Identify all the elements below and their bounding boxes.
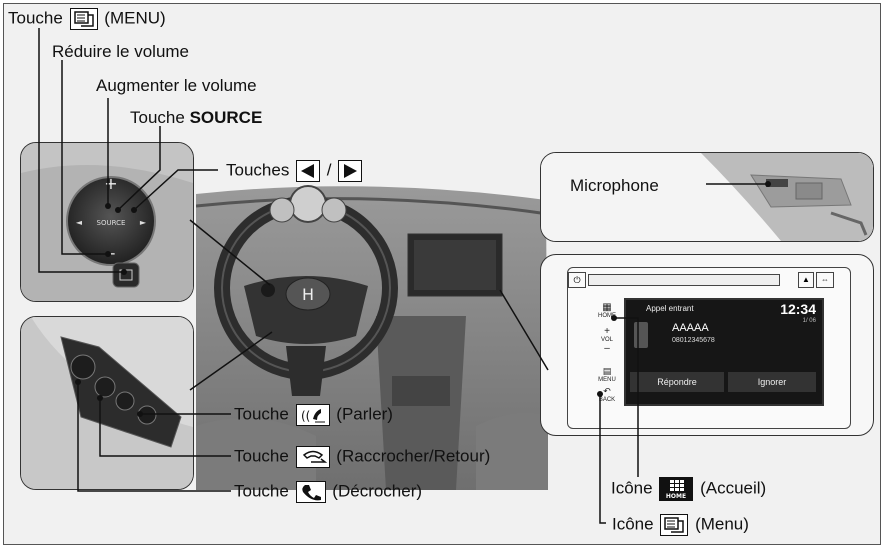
menu-key-label: Touche (MENU) bbox=[8, 8, 166, 30]
vol-side-text: VOL bbox=[600, 337, 613, 343]
menu-side-button[interactable]: ▤ MENU bbox=[596, 366, 618, 386]
source-key-label: Touche SOURCE bbox=[130, 108, 262, 128]
pickup-icon bbox=[295, 481, 326, 503]
menu-screen-icon bbox=[660, 514, 689, 536]
phone-switch-illustration bbox=[21, 317, 193, 489]
vol-down-label: Réduire le volume bbox=[52, 42, 190, 61]
menu-icon-suffix: (Menu) bbox=[695, 514, 749, 534]
steering-wheel-switch-panel: + – SOURCE ◄ ► bbox=[20, 142, 194, 302]
arrow-keys-label: Touches / bbox=[226, 160, 364, 182]
menu-icon-prefix: Icône bbox=[612, 514, 654, 534]
talk-key-label: Touche (( (Parler) bbox=[234, 404, 393, 426]
home-icon-suffix: (Accueil) bbox=[700, 478, 767, 498]
svg-text:((: (( bbox=[301, 409, 310, 423]
steering-wheel-switch-illustration: + – SOURCE ◄ ► bbox=[21, 143, 193, 301]
talk-prefix: Touche bbox=[234, 404, 289, 424]
arrows-prefix: Touches bbox=[226, 160, 290, 180]
answer-button[interactable]: Répondre bbox=[630, 372, 724, 392]
vol-side-minus: – bbox=[604, 343, 610, 354]
hangup-prefix: Touche bbox=[234, 446, 289, 466]
wheel-plus: + bbox=[104, 174, 117, 193]
talk-icon: (( bbox=[295, 404, 330, 426]
answer-button-label: Répondre bbox=[657, 377, 697, 387]
hangup-key-label: Touche (Raccrocher/Retour) bbox=[234, 446, 490, 468]
phone-switch-panel bbox=[20, 316, 194, 490]
arrows-slash: / bbox=[326, 160, 332, 180]
dashboard-drawing: H bbox=[195, 185, 549, 490]
talk-suffix: (Parler) bbox=[336, 404, 393, 424]
screen-date: 1/ 06 bbox=[802, 318, 816, 324]
touch-screen[interactable]: Appel entrant 12:34 1/ 06 AAAAA 08012345… bbox=[624, 298, 824, 406]
caller-number: 08012345678 bbox=[672, 337, 715, 344]
hangup-icon bbox=[295, 446, 330, 468]
ignore-button[interactable]: Ignorer bbox=[728, 372, 816, 392]
home-badge-text: HOME bbox=[666, 493, 686, 500]
eject-button[interactable]: ▲ bbox=[798, 272, 814, 288]
pickup-key-label: Touche (Décrocher) bbox=[234, 481, 422, 503]
home-side-text: HOME bbox=[598, 313, 616, 319]
home-icon: HOME bbox=[659, 477, 694, 501]
audio-unit-panel: ⏻ ▲ ⇔ Appel entrant 12:34 1/ 06 AAAAA 08… bbox=[540, 254, 874, 436]
hangup-suffix: (Raccrocher/Retour) bbox=[336, 446, 491, 466]
wheel-right-arrow-icon: ► bbox=[140, 218, 147, 227]
ignore-button-label: Ignorer bbox=[757, 377, 787, 387]
pickup-prefix: Touche bbox=[234, 481, 289, 501]
home-icon-label: Icône HOME (Accueil) bbox=[611, 477, 766, 501]
screen-time: 12:34 bbox=[780, 301, 816, 317]
home-icon-prefix: Icône bbox=[611, 478, 653, 498]
screen-header-label: Appel entrant bbox=[646, 304, 694, 313]
menu-key-prefix: Touche bbox=[8, 8, 63, 28]
source-prefix: Touche bbox=[130, 108, 185, 127]
vol-side-button[interactable]: + VOL – bbox=[596, 326, 618, 366]
right-arrow-icon bbox=[338, 160, 363, 182]
dashboard-illustration: H bbox=[195, 166, 549, 490]
back-side-text: BACK bbox=[598, 397, 616, 403]
vol-up-label: Augmenter le volume bbox=[96, 76, 257, 95]
power-button[interactable]: ⏻ bbox=[568, 272, 586, 288]
menu-key-suffix: (MENU) bbox=[104, 8, 166, 28]
microphone-panel bbox=[540, 152, 874, 242]
phone-link-button[interactable]: ⇔ bbox=[816, 272, 834, 288]
wheel-source-text: SOURCE bbox=[97, 219, 126, 227]
menu-icon-label: Icône (Menu) bbox=[612, 514, 749, 536]
audio-unit-body: ⏻ ▲ ⇔ Appel entrant 12:34 1/ 06 AAAAA 08… bbox=[567, 267, 851, 429]
wheel-minus: – bbox=[107, 243, 116, 264]
left-arrow-icon bbox=[296, 160, 321, 182]
phone-icon bbox=[634, 322, 648, 348]
home-side-button[interactable]: ▦ HOME bbox=[598, 302, 616, 319]
disc-slot bbox=[588, 274, 780, 286]
microphone-label: Microphone bbox=[570, 176, 659, 195]
caller-name: AAAAA bbox=[672, 322, 709, 334]
vol-side-plus: + bbox=[604, 326, 610, 337]
wheel-left-arrow-icon: ◄ bbox=[76, 218, 83, 227]
microphone-illustration bbox=[541, 153, 873, 241]
svg-text:H: H bbox=[302, 285, 314, 304]
menu-side-text: MENU bbox=[598, 377, 616, 383]
side-buttons: ▦ HOME + VOL – ▤ MENU ↶ BACK bbox=[596, 302, 618, 422]
pickup-suffix: (Décrocher) bbox=[332, 481, 423, 501]
menu-icon bbox=[69, 8, 98, 30]
source-bold: SOURCE bbox=[189, 108, 263, 127]
back-side-button[interactable]: ↶ BACK bbox=[596, 386, 618, 406]
